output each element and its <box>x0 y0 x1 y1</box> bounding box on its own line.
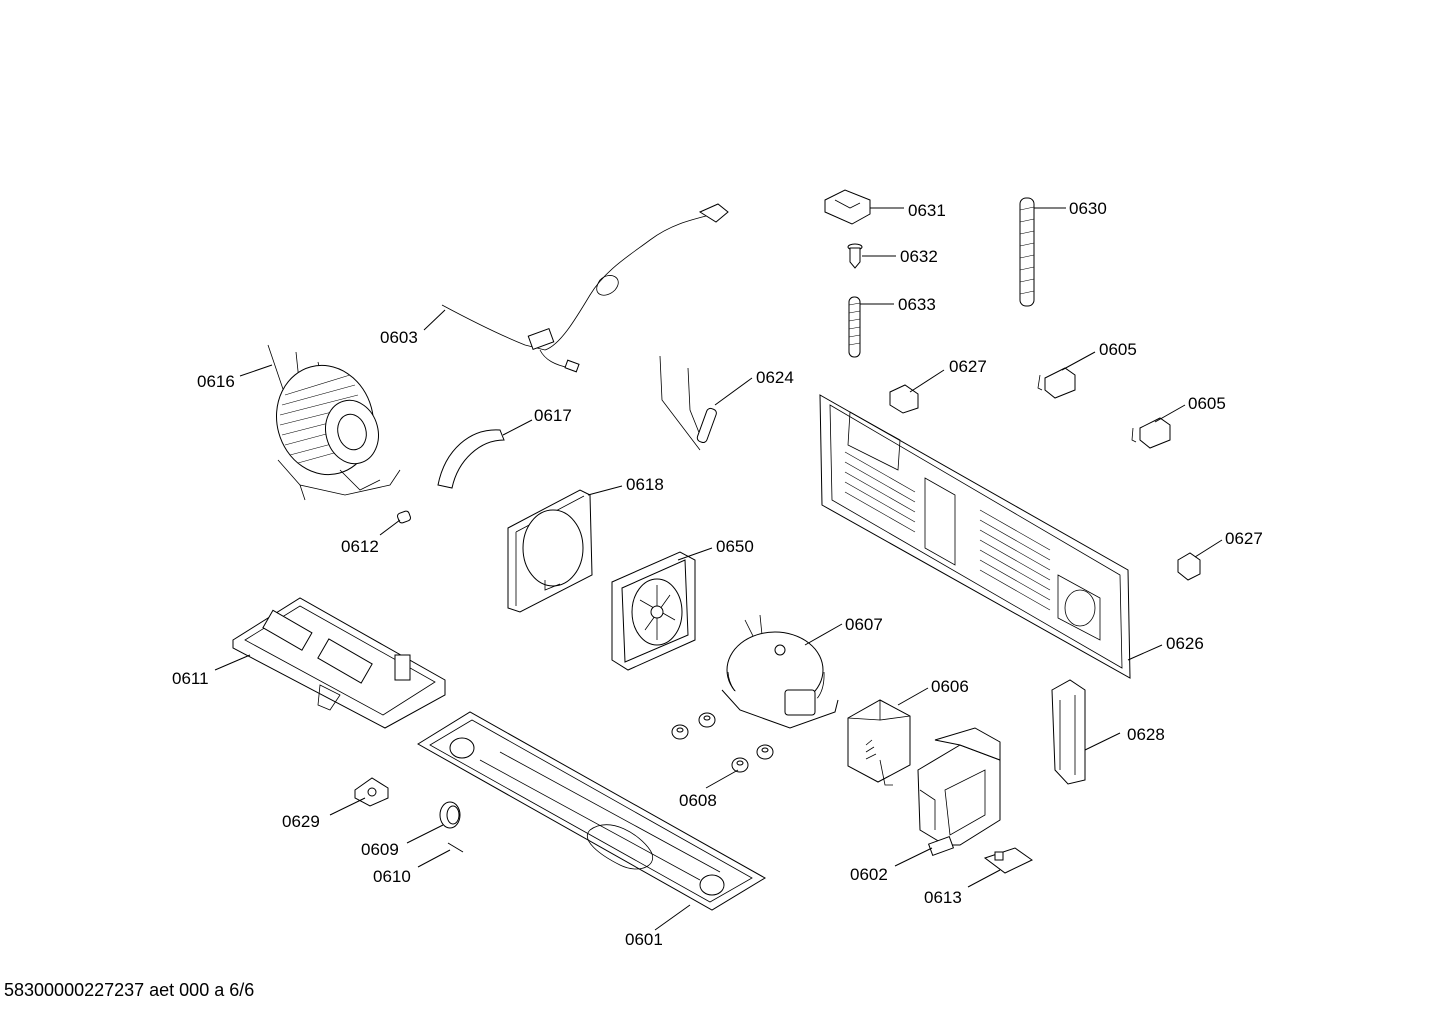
callout-0606: 0606 <box>931 677 969 696</box>
callout-0608: 0608 <box>679 791 717 810</box>
callout-0630: 0630 <box>1069 199 1107 218</box>
callout-line-0611 <box>214 654 251 671</box>
part-side-profile <box>1051 679 1086 785</box>
callout-0612: 0612 <box>341 537 379 556</box>
part-insulation-long <box>1019 197 1035 307</box>
callout-0602: 0602 <box>850 865 888 884</box>
callout-line-0624 <box>714 377 753 406</box>
callout-line-0602 <box>894 847 933 867</box>
part-screw <box>847 243 863 269</box>
part-bottom-plate <box>417 711 766 911</box>
part-small-bracket <box>354 777 389 807</box>
callout-line-0629 <box>329 797 366 816</box>
part-wheel <box>439 801 461 829</box>
callout-line-0603 <box>423 309 446 331</box>
callout-line-0606 <box>897 687 929 706</box>
callout-0603: 0603 <box>380 328 418 347</box>
callout-line-0605-upper <box>1061 351 1096 371</box>
part-top-bracket <box>824 189 871 225</box>
part-insulation-short <box>848 296 861 358</box>
callout-line-0607 <box>804 623 843 646</box>
part-clip-lower <box>1177 552 1201 581</box>
part-fan-shroud <box>507 489 593 613</box>
callout-line-0627-upper <box>909 369 945 393</box>
callout-0610: 0610 <box>373 867 411 886</box>
callout-line-0608 <box>705 769 739 789</box>
callout-line-0601 <box>654 904 691 931</box>
callout-0633: 0633 <box>898 295 936 314</box>
part-pin <box>447 842 464 853</box>
part-temperature-sensor <box>659 355 717 451</box>
callout-0627-upper: 0627 <box>949 357 987 376</box>
document-reference: 58300000227237 aet 000 a 6/6 <box>4 980 255 1000</box>
callout-0631: 0631 <box>908 201 946 220</box>
callout-0609: 0609 <box>361 840 399 859</box>
part-arc-duct <box>437 429 505 489</box>
callout-0605-lower: 0605 <box>1188 394 1226 413</box>
callout-0607: 0607 <box>845 615 883 634</box>
part-control-module <box>847 699 911 786</box>
callout-line-0626 <box>1127 644 1163 661</box>
callout-line-0627-lower <box>1194 539 1223 558</box>
part-clip-upper <box>889 384 919 414</box>
callout-0628: 0628 <box>1127 725 1165 744</box>
callout-line-0605-lower <box>1154 404 1186 423</box>
callout-line-0610 <box>417 849 451 868</box>
callout-0626: 0626 <box>1166 634 1204 653</box>
callout-0618: 0618 <box>626 475 664 494</box>
part-connector-lower <box>1131 417 1171 449</box>
callout-0627-lower: 0627 <box>1225 529 1263 548</box>
part-back-panel <box>819 394 1131 679</box>
part-power-cable <box>441 203 729 373</box>
callout-0629: 0629 <box>282 812 320 831</box>
callout-0617: 0617 <box>534 406 572 425</box>
callout-line-0617 <box>502 419 533 436</box>
callout-line-0612 <box>379 519 401 536</box>
callout-0632: 0632 <box>900 247 938 266</box>
callout-0624: 0624 <box>756 368 794 387</box>
callout-line-0618 <box>587 485 623 496</box>
part-fan <box>611 551 696 671</box>
callout-0605-upper: 0605 <box>1099 340 1137 359</box>
callout-0601: 0601 <box>625 930 663 949</box>
part-stud <box>396 510 412 524</box>
part-grommets <box>671 712 774 773</box>
part-electronics-holder <box>917 727 1001 857</box>
part-base-tray <box>232 597 446 729</box>
part-connector-upper <box>1037 367 1076 399</box>
callout-line-0650 <box>677 547 713 561</box>
part-small-clip <box>983 847 1033 874</box>
callout-0616: 0616 <box>197 372 235 391</box>
callout-line-0613 <box>967 869 1001 888</box>
part-condenser-coil <box>267 344 401 501</box>
callout-0613: 0613 <box>924 888 962 907</box>
callout-0650: 0650 <box>716 537 754 556</box>
callout-line-0628 <box>1084 732 1121 751</box>
part-compressor <box>721 614 839 729</box>
callout-line-0616 <box>239 364 273 377</box>
callout-0611: 0611 <box>172 669 209 688</box>
callout-line-0609 <box>406 824 444 844</box>
